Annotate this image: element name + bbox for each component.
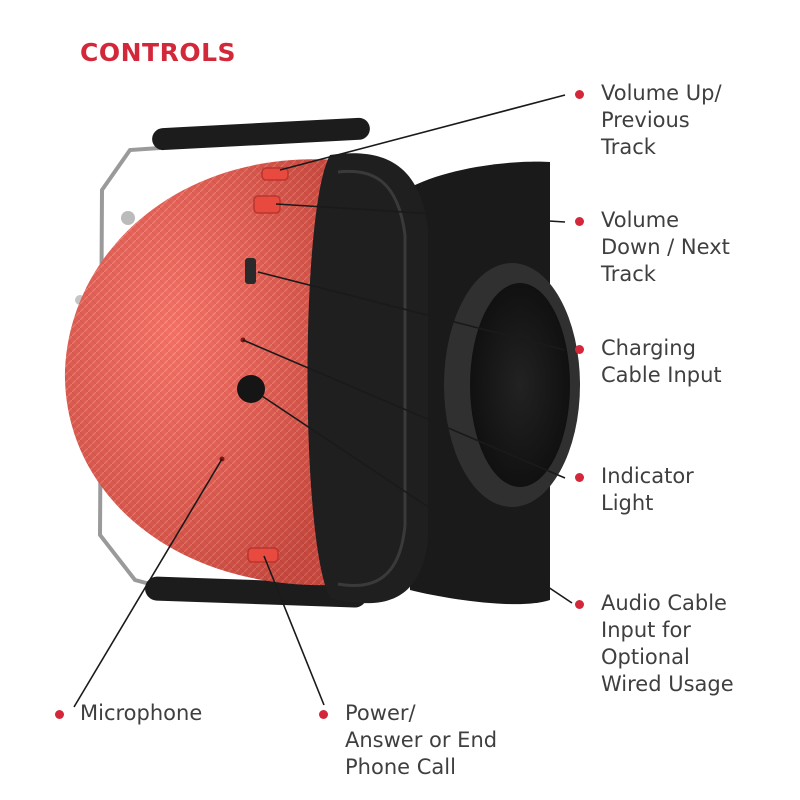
microphone-dot	[55, 710, 64, 719]
volume-up-dot	[575, 90, 584, 99]
charging-port	[245, 258, 256, 284]
callout-indicator: Indicator Light	[601, 464, 694, 515]
cushion-ring	[307, 153, 428, 604]
diagram-title: CONTROLS	[80, 38, 237, 67]
callout-microphone: Microphone	[80, 701, 203, 725]
charging-dot	[575, 345, 584, 354]
ear-cushion-foam	[470, 283, 570, 487]
callout-power: Power/ Answer or End Phone Call	[345, 701, 498, 779]
callout-lines	[73, 94, 573, 708]
callout-charging: Charging Cable Input	[601, 336, 722, 387]
callout-volume-down: Volume Down / Next Track	[601, 208, 730, 286]
volume-up-button	[261, 167, 289, 181]
top-arm	[152, 117, 370, 151]
callout-volume-up: Volume Up/ Previous Track	[601, 81, 722, 159]
power-dot	[319, 710, 328, 719]
audio-jack	[237, 375, 265, 403]
audio-cable-dot	[575, 600, 584, 609]
power-button	[247, 547, 279, 563]
callout-audio-cable: Audio Cable Input for Optional Wired Usa…	[601, 591, 734, 696]
volume-down-dot	[575, 217, 584, 226]
indicator-dot	[575, 473, 584, 482]
